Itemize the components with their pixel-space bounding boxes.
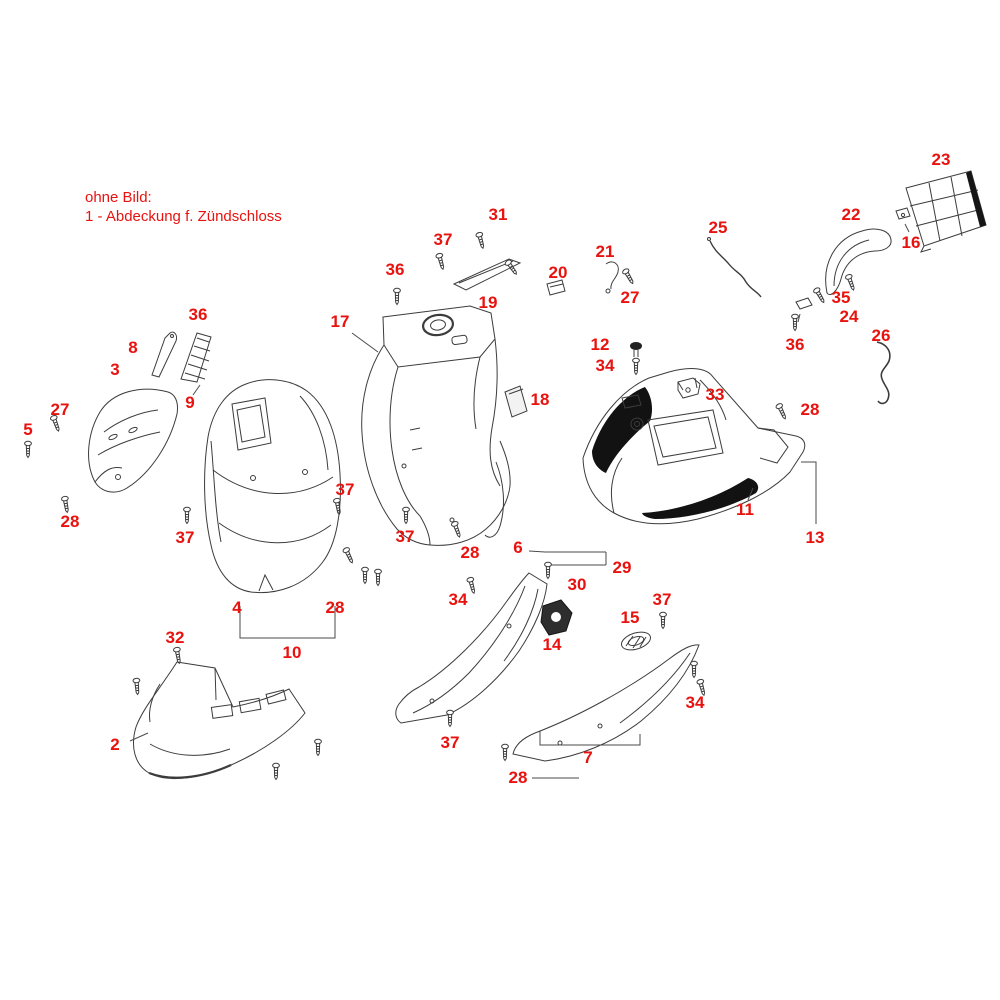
part-label-29: 29 [612, 558, 632, 577]
part-cable-25-drawing [707, 237, 762, 298]
leader-line [192, 384, 201, 396]
part-label-21: 21 [595, 242, 615, 261]
part-label-33: 33 [705, 385, 725, 404]
part-front-cover-drawing [88, 388, 178, 493]
part-label-36: 36 [785, 335, 805, 354]
part-label-37: 37 [395, 527, 415, 546]
part-label-5: 5 [23, 420, 33, 439]
part-hook-26-drawing [876, 341, 891, 405]
part-inner-shield-drawing [361, 305, 511, 546]
part-label-34: 34 [685, 693, 705, 712]
part-label-11: 11 [736, 500, 754, 519]
part-label-15: 15 [620, 608, 640, 627]
part-label-37: 37 [652, 590, 672, 609]
part-label-12: 12 [590, 335, 610, 354]
leader-line [797, 313, 801, 323]
part-label-28: 28 [325, 598, 345, 617]
leader-line [528, 550, 546, 553]
leader-line [351, 332, 379, 353]
leader-line [747, 487, 754, 501]
part-label-25: 25 [708, 218, 728, 237]
part-label-28: 28 [508, 768, 528, 787]
part-label-4: 4 [232, 598, 242, 617]
part-label-31: 31 [488, 205, 508, 224]
part-label-36: 36 [385, 260, 405, 279]
part-label-26: 26 [871, 326, 891, 345]
part-pad-18-drawing [504, 385, 528, 418]
leader-lines [129, 223, 910, 779]
part-label-32: 32 [165, 628, 185, 647]
part-label-36: 36 [188, 305, 208, 324]
part-label-20: 20 [548, 263, 568, 282]
part-label-28: 28 [800, 400, 820, 419]
part-label-14: 14 [542, 635, 562, 654]
part-label-34: 34 [448, 590, 468, 609]
part-bracket-24-drawing [795, 297, 813, 310]
part-grille-drawing [180, 332, 212, 383]
part-cap-12-drawing [630, 342, 642, 357]
leader-line [239, 606, 336, 639]
part-label-28: 28 [460, 543, 480, 562]
part-label-23: 23 [931, 150, 951, 169]
part-label-37: 37 [335, 480, 355, 499]
part-floor-panel-drawing [582, 368, 806, 525]
part-label-6: 6 [513, 538, 523, 557]
missing-part-note: ohne Bild: 1 - Abdeckung f. Zündschloss [85, 188, 282, 226]
part-trim-strip-drawing [452, 258, 522, 291]
part-lever-8-drawing [151, 331, 177, 378]
part-under-cover-drawing [133, 661, 306, 780]
part-label-8: 8 [128, 338, 138, 357]
part-label-30: 30 [567, 575, 587, 594]
part-label-16: 16 [901, 233, 921, 252]
note-line-1: ohne Bild: [85, 189, 152, 206]
part-label-7: 7 [583, 748, 593, 767]
part-bracket-16-drawing [895, 207, 911, 220]
leader-line [539, 731, 641, 746]
part-label-37: 37 [175, 528, 195, 547]
part-label-27: 27 [620, 288, 640, 307]
part-center-cover-drawing [395, 572, 548, 724]
part-label-17: 17 [330, 312, 350, 331]
part-label-9: 9 [185, 393, 195, 412]
part-label-3: 3 [110, 360, 120, 379]
leader-line [904, 223, 910, 233]
part-rear-rack-drawing [905, 170, 987, 253]
part-side-skirt-drawing [512, 644, 700, 762]
part-label-35: 35 [831, 288, 851, 307]
part-label-27: 27 [50, 400, 70, 419]
part-label-18: 18 [530, 390, 550, 409]
part-pad-15-drawing [621, 631, 651, 651]
part-hook-21-drawing [605, 261, 619, 294]
part-grommet-14-drawing [540, 599, 573, 636]
part-label-24: 24 [839, 307, 859, 326]
part-label-22: 22 [841, 205, 861, 224]
part-bracket-33-drawing [677, 377, 701, 399]
part-label-37: 37 [433, 230, 453, 249]
leader-line [545, 551, 607, 566]
leader-line [129, 732, 149, 742]
part-label-19: 19 [478, 293, 498, 312]
part-label-2: 2 [110, 735, 120, 754]
part-label-37: 37 [440, 733, 460, 752]
part-clip-20-drawing [546, 279, 566, 296]
part-label-10: 10 [282, 643, 302, 662]
part-front-shield-drawing [204, 379, 341, 594]
part-grab-rail-drawing [825, 228, 892, 295]
part-label-34: 34 [595, 356, 615, 375]
part-label-28: 28 [60, 512, 80, 531]
part-label-13: 13 [805, 528, 825, 547]
note-line-2: 1 - Abdeckung f. Zündschloss [85, 208, 282, 225]
leader-line [801, 461, 817, 524]
